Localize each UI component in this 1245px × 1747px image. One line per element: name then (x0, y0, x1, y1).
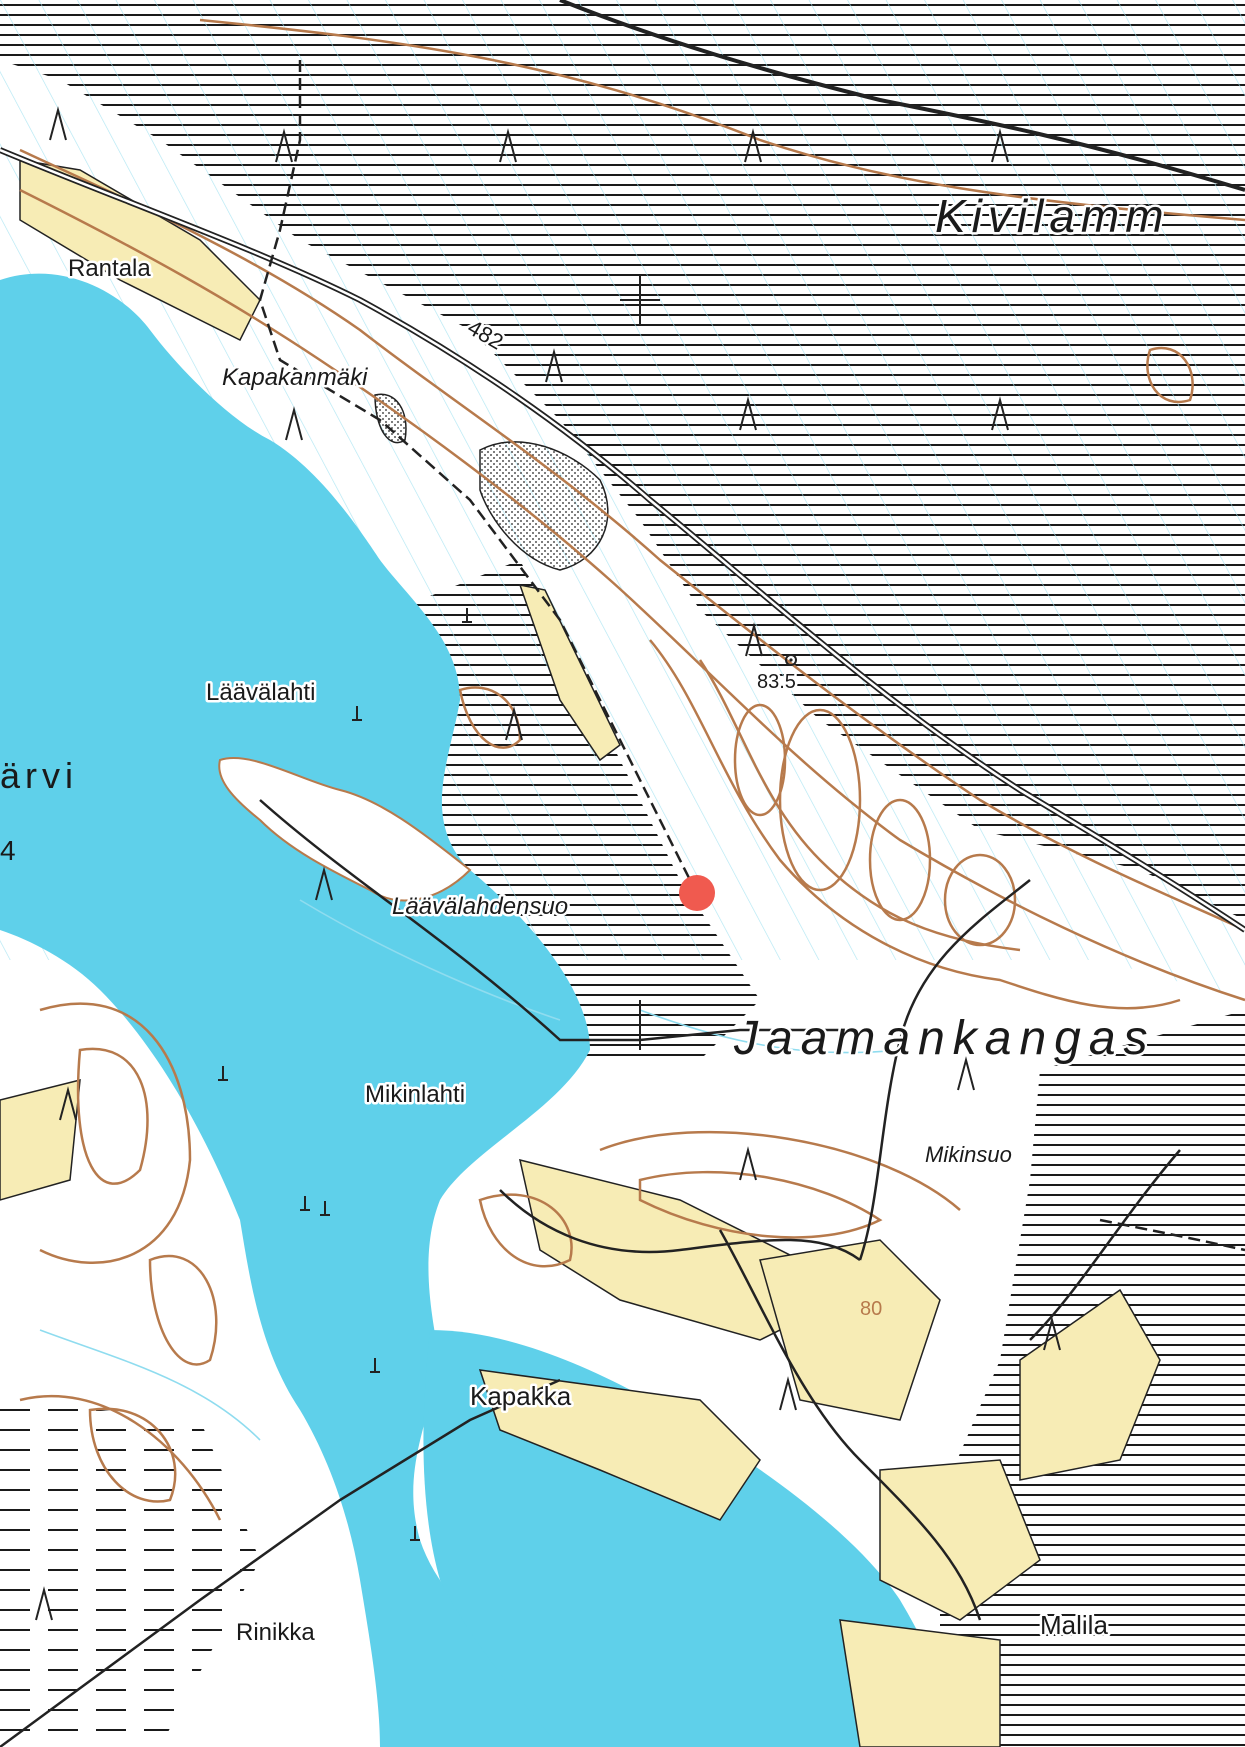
gravel-pits (374, 393, 609, 571)
spruce-forest-symbol (315, 866, 333, 901)
spruce-forest-symbol (991, 128, 1009, 163)
spruce-forest-symbol (545, 348, 563, 383)
label-mikinsuo: Mikinsuo (925, 1142, 1012, 1167)
label-jarvi-fragment: ärvi (0, 755, 78, 796)
label-kapakanmaki: Kapakanmäki (222, 364, 368, 391)
spruce-forest-symbol (745, 622, 763, 657)
spruce-forest-symbol (744, 128, 762, 163)
benchmark-icon (785, 654, 797, 666)
spruce-forest-symbol (49, 106, 67, 141)
label-edge-number: 4 (0, 835, 16, 866)
peninsula (218, 757, 472, 902)
spruce-forest-symbol (739, 396, 757, 431)
label-laavalahdensuo: Läävälahdensuo (392, 893, 568, 920)
label-mikinlahti: Mikinlahti (365, 1081, 465, 1108)
spruce-forest-symbol (59, 1086, 77, 1121)
spruce-forest-symbol (505, 706, 523, 741)
cross-symbol (620, 1000, 660, 1050)
spruce-forest-symbol (779, 1376, 797, 1411)
spruce-forest-symbol (1043, 1316, 1061, 1351)
spruce-forest-symbol (35, 1586, 53, 1621)
label-rinikka: Rinikka (236, 1619, 315, 1646)
spruce-forest-symbol (957, 1056, 975, 1091)
cross-symbol (620, 275, 660, 325)
label-jaamankangas: Jaamankangas (733, 1012, 1156, 1065)
spruce-forest-symbol (499, 128, 517, 163)
label-malila: Malila (1040, 1610, 1108, 1640)
label-laavalahti: Läävälahti (206, 679, 315, 706)
fields (0, 159, 1161, 1747)
red-location-marker[interactable] (679, 875, 715, 911)
label-height-835: 83.5 (757, 671, 796, 693)
label-kapakka: Kapakka (470, 1381, 572, 1411)
streams (39, 899, 901, 1441)
label-contour-80: 80 (860, 1298, 882, 1320)
label-kivilammi: Kivilamm (935, 190, 1170, 242)
map-labels: Kivilamm Rantala Kapakanmäki 482 Lääväla… (0, 188, 1170, 1649)
terrain-symbols (35, 106, 1061, 1621)
spruce-forest-symbol (739, 1146, 757, 1181)
contour-lines (19, 18, 1245, 1521)
reed-symbol (218, 608, 472, 1541)
label-rantala: Rantala (68, 255, 151, 282)
spruce-forest-symbol (275, 128, 293, 163)
spruce-forest-symbol (991, 396, 1009, 431)
spruce-forest-symbol (285, 406, 303, 441)
